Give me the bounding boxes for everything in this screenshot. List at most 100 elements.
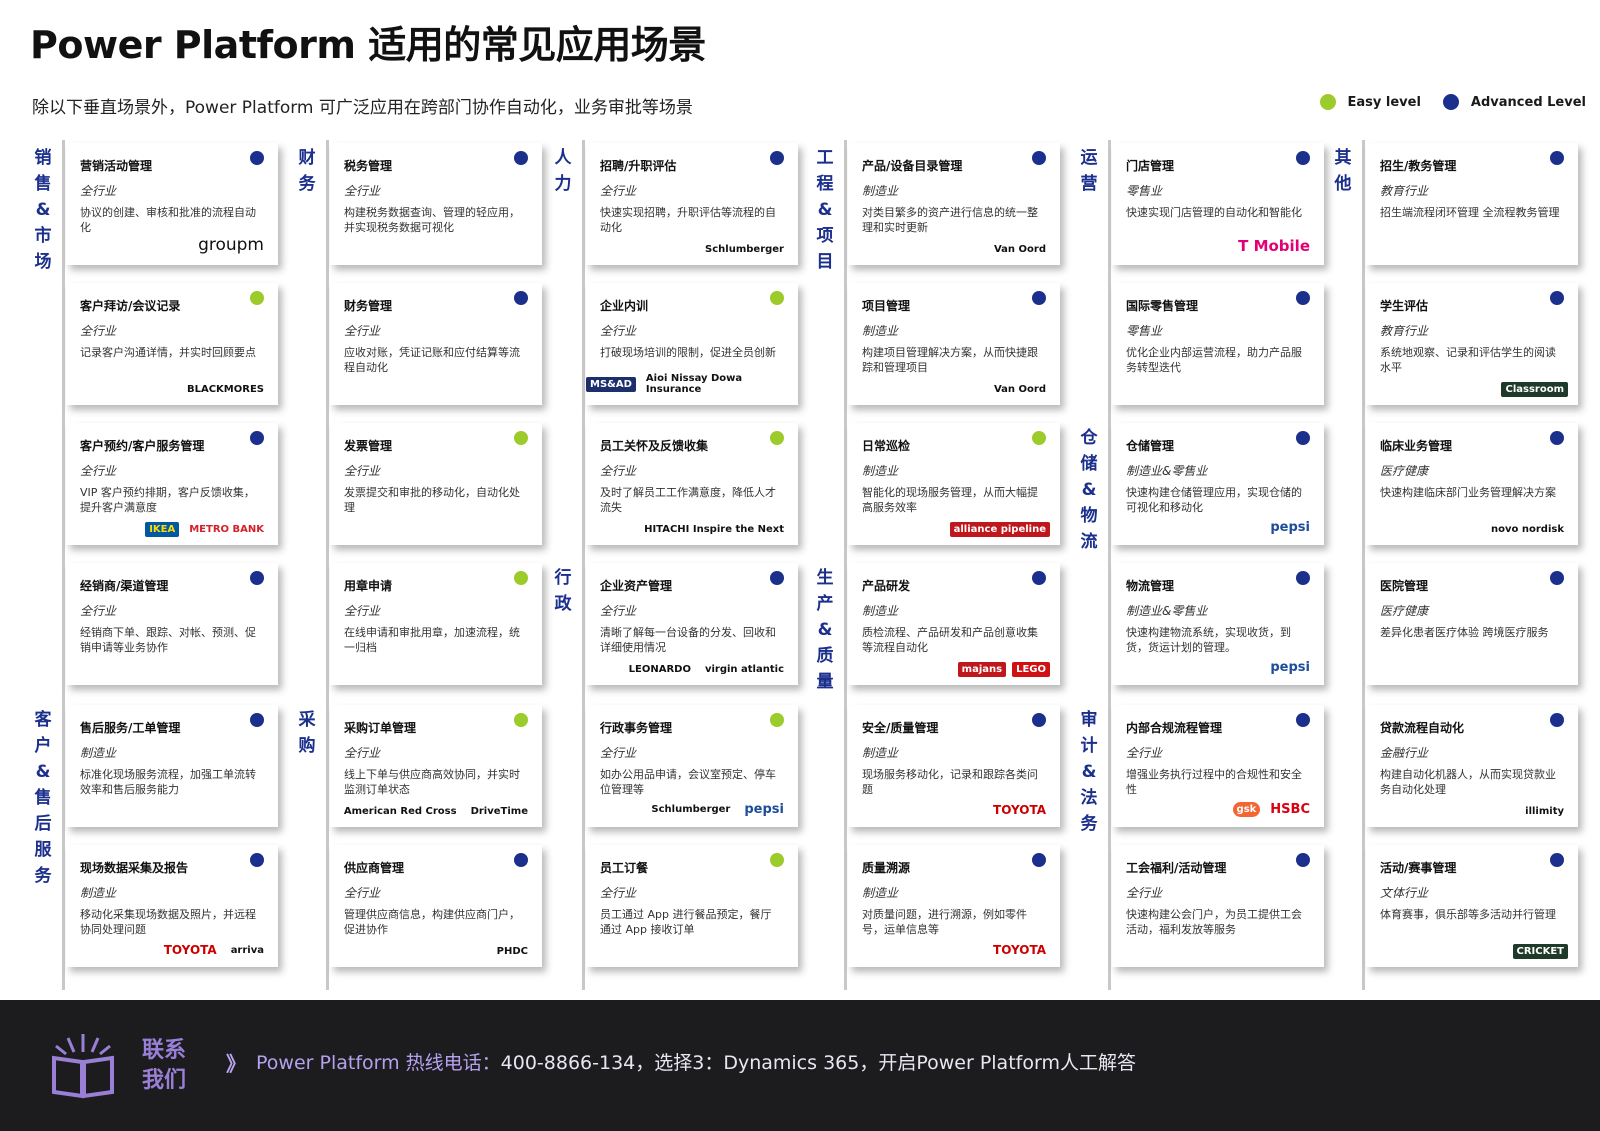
card-title: 安全/质量管理 — [862, 721, 939, 735]
card-description: 发票提交和审批的移动化，自动化处理 — [344, 486, 520, 514]
advanced-level-dot-icon — [250, 853, 264, 867]
customer-logos: majans LEGO — [957, 662, 1050, 677]
card-industry: 全行业 — [80, 464, 117, 478]
card-title: 客户拜访/会议记录 — [80, 299, 181, 313]
card-description: 增强业务执行过程中的合规性和安全性 — [1126, 768, 1302, 796]
card-title: 学生评估 — [1380, 299, 1429, 313]
customer-logo: Van Oord — [993, 384, 1046, 395]
card-title: 售后服务/工单管理 — [80, 721, 181, 735]
card-description: 体育赛事，俱乐部等多活动并行管理 — [1380, 908, 1556, 921]
card-title: 营销活动管理 — [80, 159, 153, 173]
card-description: 员工通过 App 进行餐品预定，餐厅通过 App 接收订单 — [600, 908, 772, 936]
advanced-level-dot-icon — [514, 853, 528, 867]
card-industry: 制造业 — [862, 184, 899, 198]
customer-logos: novo nordisk — [1487, 522, 1568, 537]
card-title: 门店管理 — [1126, 159, 1175, 173]
card-industry: 制造业 — [862, 464, 899, 478]
card-description: 差异化患者医疗体验 跨境医疗服务 — [1380, 626, 1549, 639]
customer-logos: gsk HSBC — [1232, 800, 1314, 819]
customer-logos: PHDC — [493, 944, 532, 959]
category-label: 运营 — [1080, 148, 1098, 194]
card-industry: 全行业 — [344, 184, 381, 198]
customer-logo: HSBC — [1270, 802, 1310, 817]
customer-logo: pepsi — [1270, 660, 1310, 675]
card-description: 质检流程、产品研发和产品创意收集等流程自动化 — [862, 626, 1038, 654]
easy-level-dot-icon — [1319, 94, 1336, 110]
card-title: 产品研发 — [862, 579, 911, 593]
advanced-level-dot-icon — [1296, 151, 1310, 165]
card-description: 构建项目管理解决方案，从而快捷跟踪和管理项目 — [862, 346, 1038, 374]
scenario-card: 国际零售管理零售业优化企业内部运营流程，助力产品服务转型迭代 — [1112, 283, 1324, 405]
customer-logo: arriva — [230, 944, 264, 956]
card-industry: 全行业 — [344, 324, 381, 338]
advanced-level-dot-icon — [770, 151, 784, 165]
card-industry: 制造业 — [862, 886, 899, 900]
card-title: 医院管理 — [1380, 579, 1429, 593]
advanced-level-dot-icon — [250, 571, 264, 585]
scenario-card: 物流管理制造业&零售业快速构建物流系统，实现收货，到货，货运计划的管理。peps… — [1112, 563, 1324, 685]
scenario-card: 财务管理全行业应收对账，凭证记账和应付结算等流程自动化 — [330, 283, 542, 405]
card-industry: 制造业 — [862, 604, 899, 618]
customer-logos: HITACHI Inspire the Next — [640, 522, 788, 537]
card-description: 现场服务移动化，记录和跟踪各类问题 — [862, 768, 1038, 796]
card-title: 客户预约/客户服务管理 — [80, 439, 205, 453]
customer-logos: TOYOTA — [989, 801, 1050, 819]
advanced-level-dot-icon — [1550, 853, 1564, 867]
card-description: 快速实现招聘，升职评估等流程的自动化 — [600, 206, 776, 234]
customer-logo: gsk — [1232, 802, 1261, 817]
scenario-card: 产品研发制造业质检流程、产品研发和产品创意收集等流程自动化 majans LEGO — [848, 563, 1060, 685]
card-description: 线上下单与供应商高效协同，并实时监测订单状态 — [344, 768, 520, 796]
card-industry: 教育行业 — [1380, 324, 1429, 338]
customer-logo: Van Oord — [993, 244, 1046, 255]
card-title: 贷款流程自动化 — [1380, 721, 1465, 735]
customer-logo: LEGO — [1012, 662, 1050, 677]
footer: 联系我们 》 Power Platform 热线电话：400-8866-134，… — [0, 1000, 1600, 1131]
category-label: 生产&质量 — [816, 568, 834, 692]
category-label: 工程&项目 — [816, 148, 834, 272]
customer-logo: TOYOTA — [993, 943, 1046, 957]
card-title: 采购订单管理 — [344, 721, 417, 735]
customer-logo: IKEA — [145, 522, 180, 537]
advanced-level-dot-icon — [1032, 571, 1046, 585]
customer-logo: DriveTime — [470, 806, 528, 817]
card-industry: 全行业 — [600, 184, 637, 198]
advanced-level-dot-icon — [1032, 291, 1046, 305]
customer-logo: HITACHI Inspire the Next — [644, 524, 784, 535]
advanced-level-dot-icon — [514, 291, 528, 305]
customer-logos: illimity — [1521, 804, 1568, 819]
card-title: 发票管理 — [344, 439, 393, 453]
column-divider — [62, 140, 65, 990]
customer-logo: majans — [957, 662, 1007, 677]
card-industry: 全行业 — [344, 604, 381, 618]
easy-level-dot-icon — [1032, 431, 1046, 445]
card-industry: 医疗健康 — [1380, 604, 1429, 618]
card-description: 构建自动化机器人，从而实现贷款业务自动化处理 — [1380, 768, 1556, 796]
customer-logo: T Mobile — [1238, 237, 1310, 255]
card-title: 经销商/渠道管理 — [80, 579, 169, 593]
customer-logos: TOYOTA — [989, 941, 1050, 959]
customer-logos: pepsi — [1266, 658, 1314, 677]
customer-logos: groupm — [194, 233, 268, 257]
card-title: 仓储管理 — [1126, 439, 1175, 453]
card-industry: 全行业 — [600, 464, 637, 478]
category-label: 行政 — [554, 568, 572, 614]
card-description: 快速实现门店管理的自动化和智能化 — [1126, 206, 1302, 219]
customer-logo: virgin atlantic — [704, 664, 784, 675]
customer-logo: CRICKET — [1512, 944, 1568, 959]
easy-level-dot-icon — [514, 713, 528, 727]
card-description: 协议的创建、审核和批准的流程自动化 — [80, 206, 256, 234]
card-industry: 全行业 — [80, 184, 117, 198]
